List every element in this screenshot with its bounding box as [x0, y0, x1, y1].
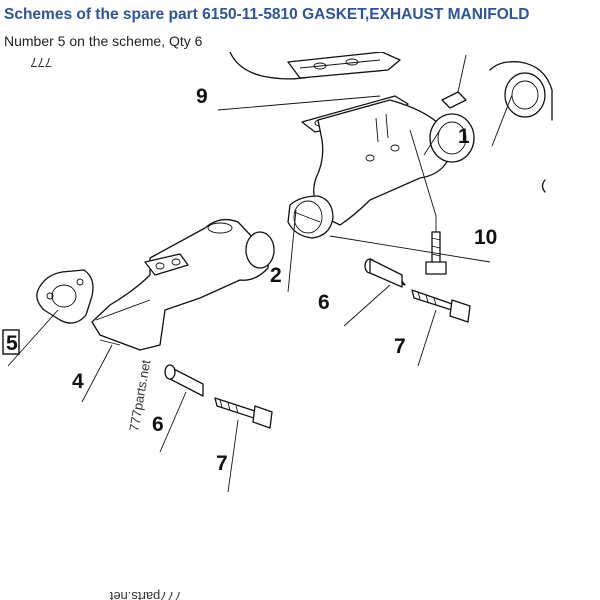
- bolt-part-10: [425, 231, 447, 275]
- callout-6-upper: 6: [318, 291, 330, 314]
- callout-10: 10: [474, 226, 497, 249]
- spacer-upper: [364, 258, 406, 288]
- part-subtitle: Number 5 on the scheme, Qty 6: [4, 33, 203, 49]
- callout-1: 1: [458, 125, 470, 148]
- exhaust-manifold-rear: [91, 218, 275, 351]
- stud-nut: [441, 54, 467, 109]
- callout-2: 2: [270, 264, 282, 287]
- callout-7-upper: 7: [394, 335, 406, 358]
- engine-head-outline: [229, 52, 401, 80]
- callout-7-lower: 7: [216, 452, 228, 475]
- callout-6-lower: 6: [152, 413, 164, 436]
- bolt-lower: [214, 397, 273, 429]
- elbow-pipe-right: [489, 61, 553, 193]
- callout-9: 9: [196, 85, 208, 108]
- leader-lines: [7, 94, 513, 493]
- watermark-vertical: 777parts.net: [126, 358, 153, 432]
- parts-scheme-diagram: 1 2 4 5 6 6 7 7 9 10 777parts.net 777par…: [2, 52, 553, 600]
- gasket-part-5: [36, 269, 94, 324]
- spacer-lower: [164, 364, 204, 397]
- callout-4: 4: [72, 370, 84, 393]
- callout-5-box: [2, 329, 20, 355]
- callout-5-highlighted: 5: [6, 332, 18, 355]
- watermark-upside-down: 777parts.net: [109, 589, 182, 600]
- exhaust-manifold-front: [313, 99, 475, 226]
- watermark-top-left: 777: [30, 55, 52, 70]
- bolt-upper: [411, 289, 471, 323]
- seal-ring: [287, 195, 334, 239]
- page-title: Schemes of the spare part 6150-11-5810 G…: [4, 6, 530, 23]
